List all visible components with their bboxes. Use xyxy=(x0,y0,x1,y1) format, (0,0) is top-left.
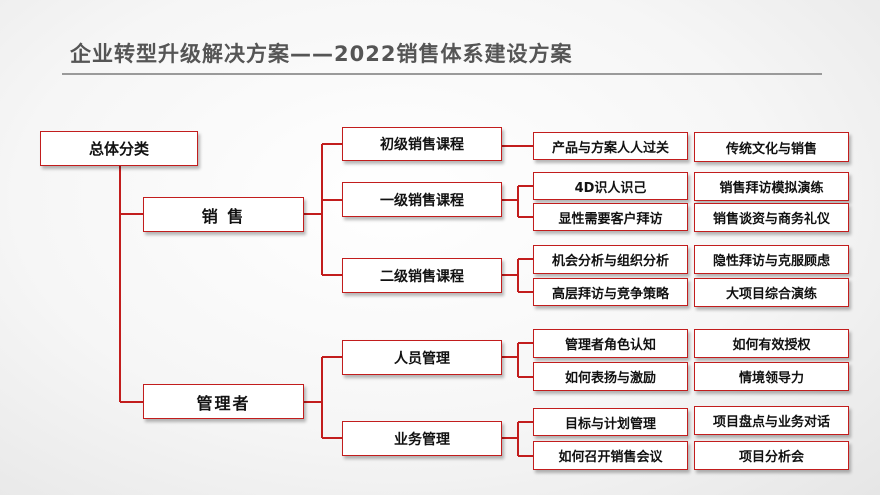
leaf-c1-b: 传统文化与销售 xyxy=(694,132,849,162)
leaf-m2-a: 目标与计划管理 xyxy=(533,408,688,436)
leaf-m2-c: 如何召开销售会议 xyxy=(533,441,688,470)
leaf-c2-c: 显性需要客户拜访 xyxy=(533,203,688,231)
leaf-c2-b: 销售拜访模拟演练 xyxy=(694,172,849,201)
leaf-c3-a: 机会分析与组织分析 xyxy=(533,245,688,274)
node-branch-manager: 管理者 xyxy=(143,384,304,419)
leaf-c2-d: 销售谈资与商务礼仪 xyxy=(694,203,849,232)
node-course-primary: 初级销售课程 xyxy=(342,127,502,161)
node-root: 总体分类 xyxy=(40,131,198,166)
node-branch-sales: 销 售 xyxy=(143,197,304,232)
leaf-m2-b: 项目盘点与业务对话 xyxy=(694,406,849,435)
leaf-c3-d: 大项目综合演练 xyxy=(694,278,849,307)
leaf-c2-a: 4D识人识己 xyxy=(533,172,688,200)
leaf-c1-a: 产品与方案人人过关 xyxy=(533,132,688,160)
leaf-m1-a: 管理者角色认知 xyxy=(533,329,688,358)
leaf-m1-d: 情境领导力 xyxy=(694,362,849,391)
node-people-management: 人员管理 xyxy=(342,340,502,375)
title-divider xyxy=(62,73,822,75)
leaf-c3-b: 隐性拜访与克服顾虑 xyxy=(694,245,849,274)
page-title: 企业转型升级解决方案——2022销售体系建设方案 xyxy=(70,42,573,66)
leaf-c3-c: 高层拜访与竞争策略 xyxy=(533,278,688,306)
node-course-level2: 二级销售课程 xyxy=(342,258,502,293)
leaf-m1-b: 如何有效授权 xyxy=(694,329,849,358)
leaf-m2-d: 项目分析会 xyxy=(694,441,849,470)
node-course-level1: 一级销售课程 xyxy=(342,182,502,217)
leaf-m1-c: 如何表扬与激励 xyxy=(533,362,688,391)
node-business-management: 业务管理 xyxy=(342,421,502,456)
